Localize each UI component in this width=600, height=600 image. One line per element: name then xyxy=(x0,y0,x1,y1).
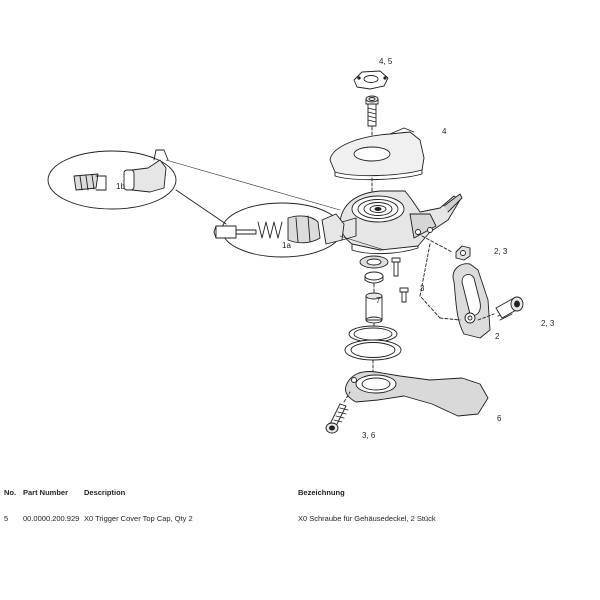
lever-screw-part xyxy=(325,391,351,434)
callout-7: 7 xyxy=(376,296,381,305)
trigger-lever-part xyxy=(345,371,489,417)
clamp-part xyxy=(452,263,491,339)
header-no: No. xyxy=(4,488,17,497)
exploded-parts-diagram: 4, 5 4 1b 1a 2, 3 7 3 2, 3 2 6 3, 6 xyxy=(47,57,555,440)
o-rings-part xyxy=(344,325,402,373)
header-part-number: Part Number xyxy=(23,488,69,497)
table-row: 5 00.0000.200.929 X0 Trigger Cover Top C… xyxy=(0,514,600,540)
clamp-nut-part xyxy=(455,245,471,261)
callout-4-5: 4, 5 xyxy=(379,57,393,66)
bearing-stack-part xyxy=(359,255,389,331)
top-cover-part xyxy=(329,127,425,181)
callout-2: 2 xyxy=(495,332,500,341)
callout-6: 6 xyxy=(497,414,502,423)
callout-1b: 1b xyxy=(116,182,125,191)
parts-table: No. Part Number Description Bezeichnung … xyxy=(0,488,600,540)
callout-3: 3 xyxy=(420,284,425,293)
callout-2-3-bolt: 2, 3 xyxy=(541,319,555,328)
row-no: 5 xyxy=(4,514,9,523)
callout-1a: 1a xyxy=(282,241,291,250)
callout-2-3: 2, 3 xyxy=(494,247,508,256)
header-description: Description xyxy=(84,488,126,497)
row-part-number: 00.0000.200.929 xyxy=(23,514,80,523)
row-description: X0 Trigger Cover Top Cap, Qty 2 xyxy=(84,514,193,523)
detail-bubble-1b xyxy=(47,149,177,210)
header-bezeichnung: Bezeichnung xyxy=(298,488,345,497)
callout-4: 4 xyxy=(442,127,447,136)
cover-bolt-part xyxy=(365,95,379,141)
shifter-body-part xyxy=(339,190,463,255)
top-cap-part xyxy=(353,70,389,90)
parts-table-header: No. Part Number Description Bezeichnung xyxy=(0,488,600,514)
clamp-bolt-part xyxy=(477,296,524,321)
detail-bubble-1a xyxy=(213,202,357,258)
row-bezeichnung: X0 Schraube für Gehäusedeckel, 2 Stück xyxy=(298,514,436,523)
small-screws-part xyxy=(391,257,409,303)
callout-3-6: 3, 6 xyxy=(362,431,376,440)
